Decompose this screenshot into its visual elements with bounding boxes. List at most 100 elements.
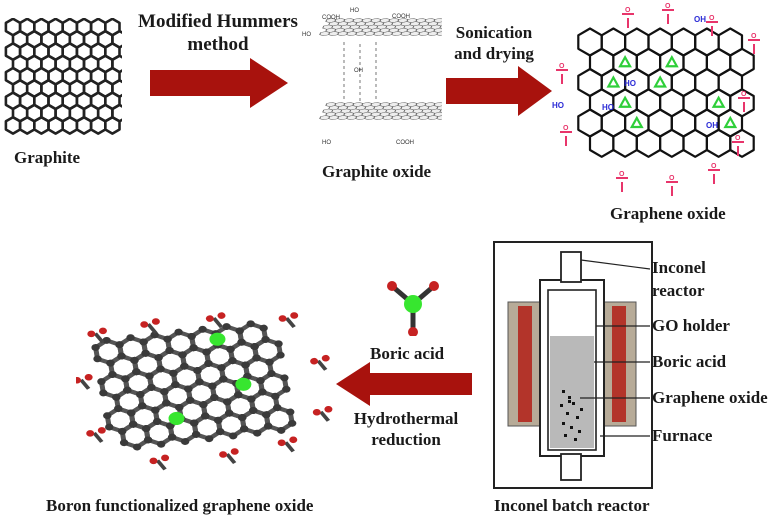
carbon-atom bbox=[156, 365, 165, 373]
oxygen-atom bbox=[387, 281, 397, 291]
carbon-atom bbox=[191, 430, 201, 438]
oxygen-atom bbox=[321, 354, 330, 362]
carbon-atom bbox=[246, 320, 255, 328]
carbon-atom bbox=[156, 440, 166, 448]
carbon-atom bbox=[234, 391, 243, 399]
graphite-ring bbox=[61, 115, 79, 135]
carbon-atom bbox=[163, 335, 172, 343]
carbon-atom bbox=[223, 398, 232, 406]
hydrothermal-step-label: Hydrothermal reduction bbox=[344, 408, 468, 450]
hummers-line2: method bbox=[187, 34, 249, 55]
oxygen-atom bbox=[230, 448, 239, 455]
reactor-label-boric-acid: Boric acid bbox=[652, 352, 727, 371]
sheet-ring bbox=[436, 31, 442, 37]
carbon-atom bbox=[117, 352, 126, 360]
reactor-caption: Inconel batch reactor bbox=[494, 496, 650, 515]
graphene-oxide-particle bbox=[568, 396, 571, 399]
product-label: Boron functionalized graphene oxide bbox=[46, 496, 314, 515]
inconel-batch-reactor bbox=[493, 241, 653, 489]
right-arrow-icon bbox=[446, 66, 552, 116]
right-arrow-shape bbox=[150, 58, 288, 108]
carbon-atom bbox=[119, 439, 129, 447]
edge-bond bbox=[155, 459, 167, 471]
carbon-atom bbox=[175, 403, 184, 411]
oxygen-atom bbox=[278, 315, 287, 322]
oxygen-atom bbox=[140, 321, 149, 328]
hydroxyl-label: HO bbox=[624, 79, 636, 88]
boron-atom bbox=[404, 295, 422, 313]
carbon-atom bbox=[217, 364, 226, 372]
edge-bond bbox=[283, 441, 295, 453]
carbon-atom bbox=[126, 334, 135, 342]
epoxide-group bbox=[606, 75, 621, 88]
hydroxyl-label: OH bbox=[694, 15, 706, 24]
graphene-oxide-particle bbox=[578, 430, 581, 433]
boron-atom bbox=[168, 411, 185, 426]
carbon-atom bbox=[222, 323, 231, 331]
carbon-atom bbox=[267, 370, 276, 378]
sheet-ring bbox=[319, 31, 331, 37]
graphene-oxide-particle bbox=[572, 402, 575, 405]
graphene-oxide-particle bbox=[574, 438, 577, 441]
edge-bond bbox=[79, 378, 91, 390]
carbon-atom bbox=[165, 347, 174, 354]
furnace-wall-right-heater bbox=[612, 306, 626, 422]
carbon-atom bbox=[225, 409, 234, 417]
boric-acid-molecule bbox=[387, 281, 439, 336]
carbon-atom bbox=[106, 359, 115, 367]
carbon-atom bbox=[186, 396, 195, 404]
graphene-oxide-particle bbox=[562, 390, 565, 393]
carbon-atom bbox=[210, 394, 219, 401]
carbon-atom bbox=[138, 402, 147, 410]
carbon-atom bbox=[93, 355, 102, 363]
graphene-oxide-particle bbox=[564, 434, 567, 437]
carbon-atom bbox=[280, 374, 289, 382]
carbon-atom bbox=[256, 377, 265, 385]
boric-acid-label: Boric acid bbox=[370, 344, 445, 363]
bgo-sheet bbox=[76, 312, 333, 471]
oxygen-atom bbox=[408, 327, 418, 336]
carbon-atom bbox=[130, 356, 139, 364]
carbon-atom bbox=[235, 327, 244, 335]
oxygen-atom bbox=[310, 357, 319, 365]
epoxide-group bbox=[711, 95, 726, 108]
graphite-lattice bbox=[4, 18, 122, 135]
go-ring bbox=[588, 128, 615, 158]
carbon-atom bbox=[180, 362, 189, 370]
epoxide-group bbox=[664, 54, 679, 68]
carboxyl-label: O bbox=[709, 15, 715, 22]
graphite-label: Graphite bbox=[14, 148, 81, 167]
go-ring bbox=[705, 128, 732, 158]
carbon-atom bbox=[208, 382, 217, 390]
oxygen-atom bbox=[429, 281, 439, 291]
carbon-atom bbox=[127, 409, 136, 417]
graphite-oxide-label: Graphite oxide bbox=[322, 162, 432, 181]
oxygen-atom bbox=[151, 318, 160, 325]
reactor-label-furnace: Furnace bbox=[652, 426, 713, 445]
carbon-atom bbox=[97, 378, 106, 386]
reactor-top-stem bbox=[560, 251, 582, 283]
functional-group-label: COOH bbox=[396, 140, 414, 146]
graphite-ring bbox=[89, 115, 107, 135]
carbon-atom bbox=[214, 416, 223, 424]
carbon-atom bbox=[202, 348, 211, 356]
carbon-atom bbox=[276, 351, 285, 359]
right-arrow-icon bbox=[150, 58, 288, 108]
lower-sheet bbox=[319, 102, 442, 121]
hummers-line1: Modified Hummers bbox=[138, 11, 298, 32]
carbon-atom bbox=[228, 357, 237, 365]
reactor-label-graphene-oxide: Graphene oxide bbox=[652, 388, 768, 407]
carbon-atom bbox=[102, 336, 111, 344]
carbon-atom bbox=[121, 375, 130, 383]
go-ring bbox=[635, 128, 662, 158]
edge-bond bbox=[284, 317, 296, 329]
carbon-atom bbox=[195, 378, 204, 386]
functional-group-label: COOH bbox=[322, 15, 340, 21]
carbon-atom bbox=[219, 375, 228, 383]
furnace-wall-left-heater bbox=[518, 306, 532, 422]
carbon-atom bbox=[201, 412, 210, 420]
carbon-atom bbox=[132, 443, 142, 451]
carboxyl-label: O bbox=[669, 175, 675, 182]
reactor-label-reactor: reactor bbox=[652, 281, 705, 300]
carbon-atom bbox=[99, 389, 108, 397]
